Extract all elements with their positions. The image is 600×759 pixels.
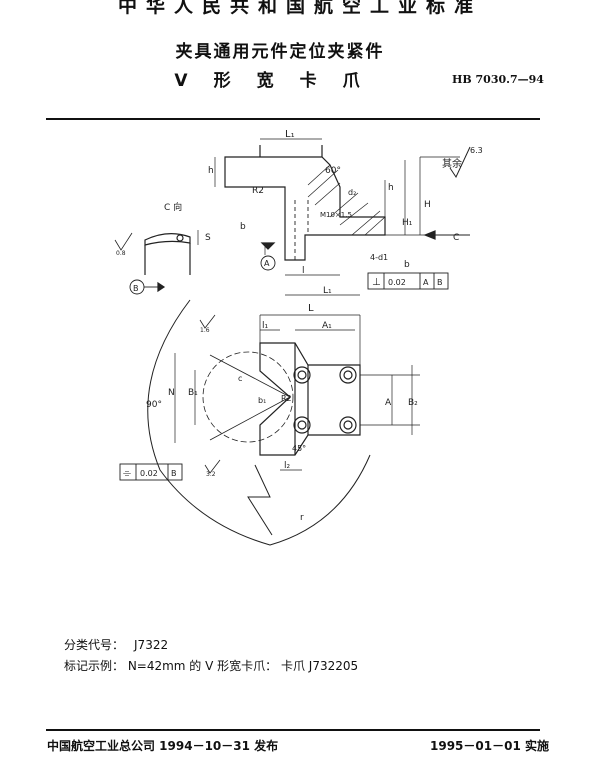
datum-B: B bbox=[133, 284, 139, 293]
classification-value: J7322 bbox=[134, 638, 169, 652]
issued-date: 中国航空工业总公司 1994－10－31 发布 bbox=[47, 739, 279, 753]
perp-value: 0.02 bbox=[388, 278, 406, 287]
plan-view bbox=[147, 299, 420, 546]
front-view bbox=[214, 138, 460, 296]
label-N: N bbox=[168, 388, 175, 398]
label-A: A bbox=[385, 398, 392, 408]
label-s: S bbox=[205, 233, 211, 243]
label-angle-45: 45° bbox=[292, 444, 306, 453]
label-r: r bbox=[300, 513, 304, 523]
label-rest: 其余 bbox=[442, 157, 462, 170]
label-L1: L₁ bbox=[285, 129, 295, 140]
header-divider bbox=[46, 118, 540, 120]
sym-symbol: ⌯ bbox=[123, 468, 131, 479]
marking-example: 标记示例： N=42mm 的 V 形宽卡爪： 卡爪 J732205 bbox=[64, 659, 359, 673]
perp-ref-a: A bbox=[423, 278, 429, 287]
classification-label: 分类代号： bbox=[64, 638, 125, 652]
label-b-front: b bbox=[240, 222, 246, 232]
label-thread: M10×1.5 bbox=[320, 211, 352, 219]
label-rough-16: 1.6 bbox=[200, 327, 210, 334]
implementation-date: 1995－01－01 实施 bbox=[430, 739, 549, 753]
label-L1-bottom: L₁ bbox=[323, 286, 332, 296]
label-c: c bbox=[238, 374, 242, 383]
footer-divider bbox=[46, 729, 540, 731]
perp-symbol: ⊥ bbox=[372, 277, 381, 288]
label-rough-63: 6.3 bbox=[470, 146, 483, 155]
label-holes: 4-d1 bbox=[370, 253, 388, 262]
label-B2: B₂ bbox=[408, 398, 418, 408]
document-title-line2: V形宽卡爪 bbox=[174, 71, 386, 91]
label-b-top: b bbox=[404, 260, 410, 270]
classification-code: 分类代号： J7322 bbox=[64, 636, 168, 653]
label-C-view: C 向 bbox=[164, 201, 182, 213]
label-H1: H₁ bbox=[402, 218, 413, 228]
c-view bbox=[144, 230, 199, 275]
label-l2: l₂ bbox=[284, 461, 291, 471]
label-rough-32: 3.2 bbox=[206, 471, 216, 478]
label-angle-60: 60° bbox=[325, 166, 341, 176]
document-title-line1: 夹具通用元件定位夹紧件 bbox=[175, 42, 385, 62]
technical-drawing: L₁ 60° h h H H₁ R2 M10×1.5 d₂ 4-d1 b l L… bbox=[114, 129, 483, 546]
label-H: H bbox=[424, 200, 431, 210]
label-R2-plan: R2 bbox=[281, 394, 292, 403]
label-R2-top: R2 bbox=[252, 186, 264, 196]
label-d2: d₂ bbox=[348, 188, 356, 197]
standard-code: HB 7030.7—94 bbox=[452, 73, 544, 86]
label-A1: A₁ bbox=[322, 321, 332, 331]
datum-A: A bbox=[264, 259, 270, 268]
label-b1: b₁ bbox=[258, 396, 266, 405]
sym-ref: B bbox=[171, 469, 177, 478]
sym-value: 0.02 bbox=[140, 469, 158, 478]
label-l: l bbox=[302, 266, 305, 276]
perp-ref-b: B bbox=[437, 278, 443, 287]
label-angle-90: 90° bbox=[146, 400, 162, 410]
label-l1: l₁ bbox=[262, 321, 269, 331]
label-h: h bbox=[208, 166, 214, 176]
label-rough-08: 0.8 bbox=[116, 250, 126, 257]
label-h-right: h bbox=[388, 183, 394, 193]
top-title: 中华人民共和国航空工业标准 bbox=[117, 0, 482, 17]
label-L: L bbox=[308, 303, 314, 314]
label-B1: B₁ bbox=[188, 388, 198, 398]
label-C-arrow: C bbox=[453, 233, 459, 243]
